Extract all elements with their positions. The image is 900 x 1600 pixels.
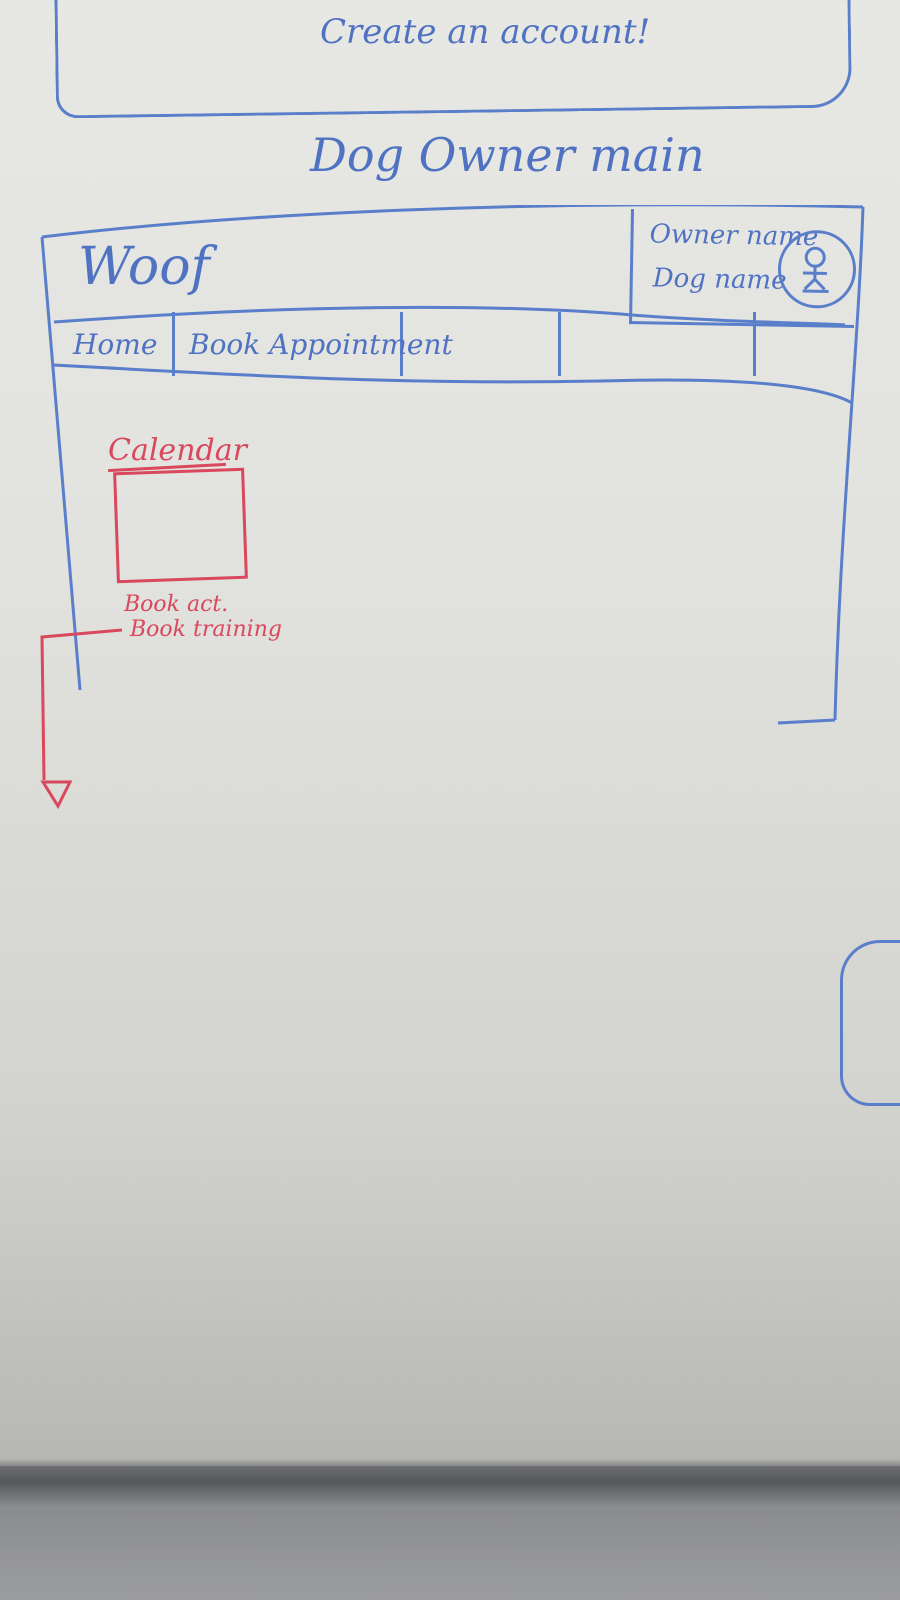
tab-book-appointment-label: Book Appointment — [189, 327, 453, 361]
calendar-label: Calendar — [108, 433, 247, 468]
tab-empty-4[interactable] — [558, 312, 756, 376]
dog-name: Dog name — [652, 263, 787, 296]
whiteboard-tray — [0, 1466, 900, 1600]
section-title: Dog Owner main — [310, 128, 705, 182]
logo[interactable]: Woof — [78, 237, 210, 297]
dog-owner-main-wireframe: Woof Owner name Dog name Home Book Appoi… — [40, 205, 865, 725]
book-training-link[interactable]: Book training — [130, 617, 282, 642]
down-arrow-icon — [40, 628, 123, 810]
user-profile-area[interactable]: Owner name Dog name — [629, 209, 857, 328]
calendar-widget[interactable] — [113, 467, 248, 584]
create-account-text[interactable]: Create an account! — [320, 12, 651, 52]
tab-home[interactable]: Home — [55, 312, 175, 376]
whiteboard-tray-lip — [0, 1458, 900, 1468]
person-avatar-icon[interactable] — [777, 229, 857, 309]
next-wireframe-card — [840, 940, 900, 1106]
tab-book-appointment[interactable]: Book Appointment — [175, 312, 453, 376]
book-act-link[interactable]: Book act. — [124, 592, 229, 617]
tab-empty-3[interactable] — [403, 312, 561, 376]
wireframe-frame — [40, 205, 865, 725]
nav-bar: Home Book Appointment — [55, 312, 855, 380]
tab-home-label: Home — [73, 327, 158, 361]
